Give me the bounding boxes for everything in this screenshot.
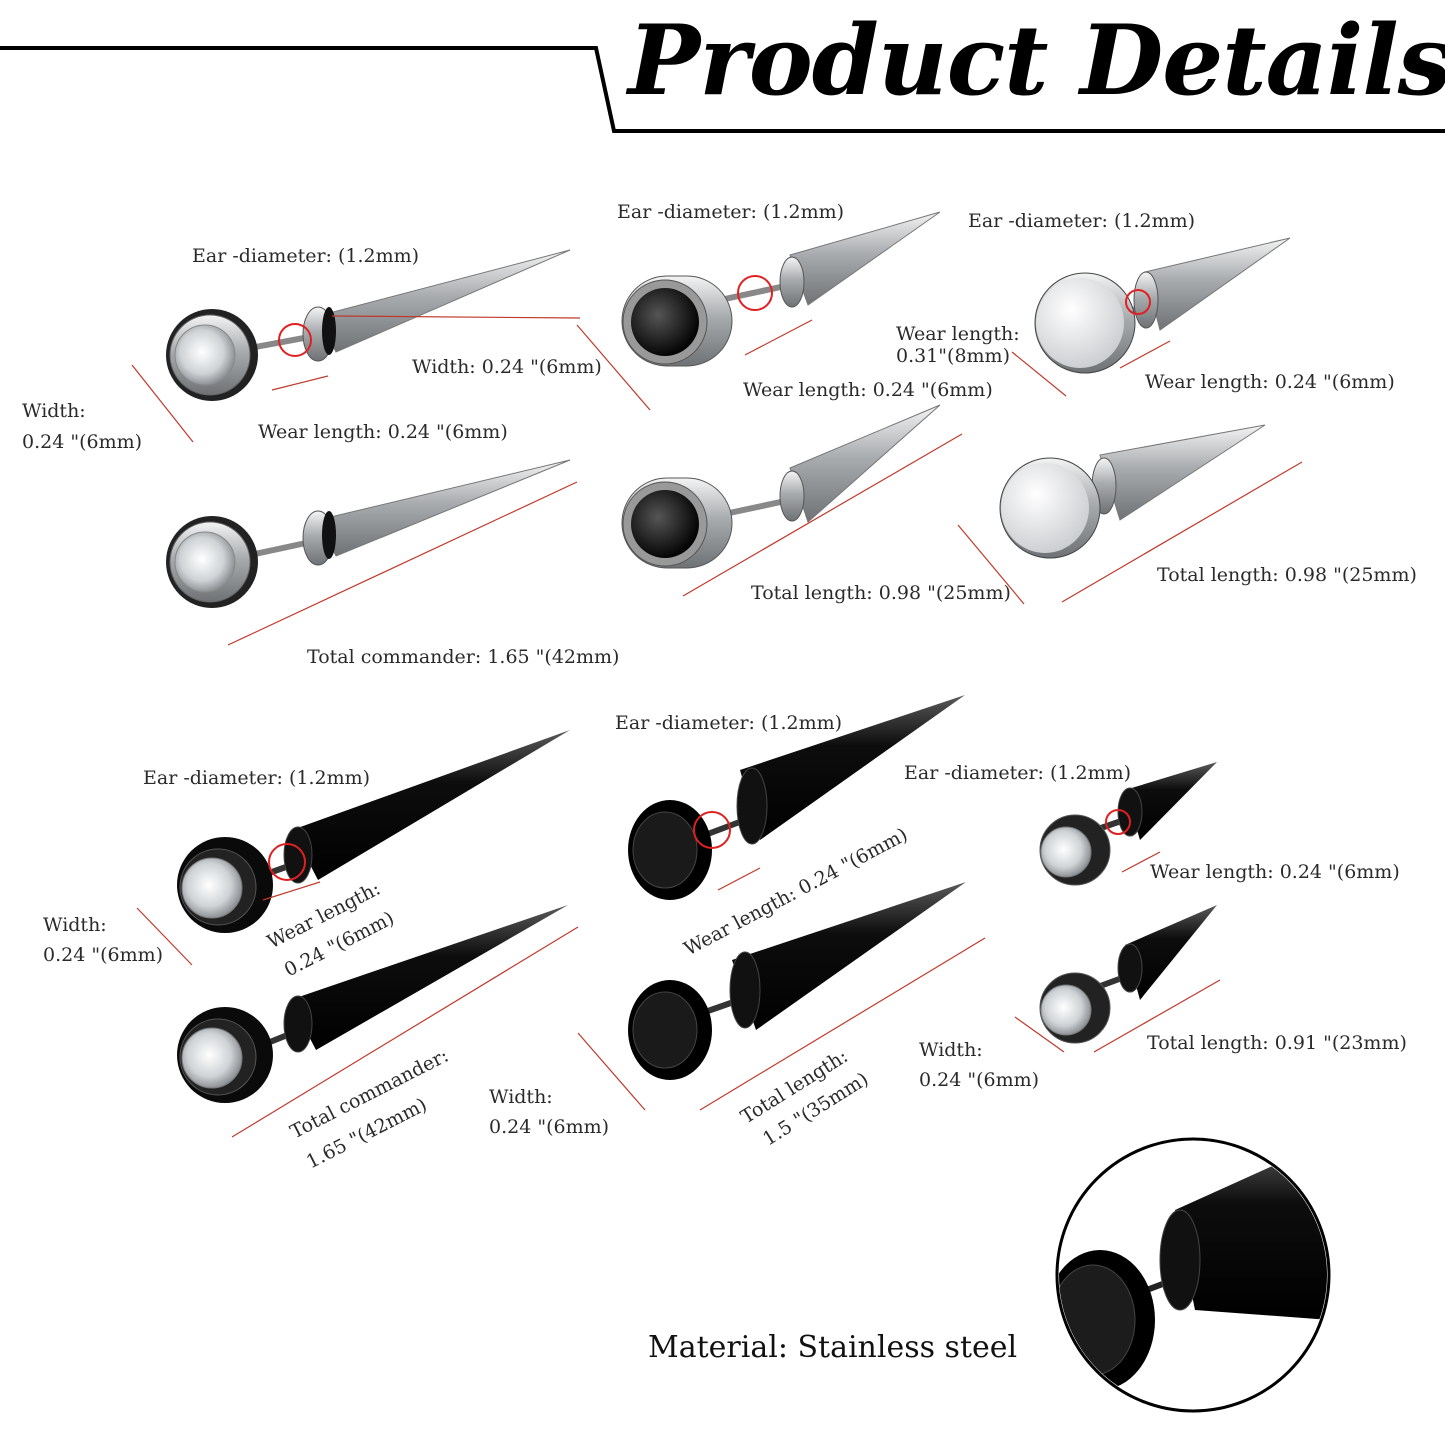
black-spike-earring-top bbox=[177, 730, 570, 933]
black-gem-stud-bottom bbox=[621, 404, 941, 569]
silver-spike-earring-bottom bbox=[166, 459, 571, 608]
black-gem-spike-top bbox=[1039, 762, 1217, 886]
black-gem-spike-wear-length: Wear length: 0.24 "(6mm) bbox=[1150, 861, 1400, 883]
silver-spike-width-value: 0.24 "(6mm) bbox=[22, 431, 143, 453]
material-caption: Material: Stainless steel bbox=[648, 1330, 1018, 1365]
silver-spike-earring-top bbox=[166, 249, 571, 401]
flat-disc-wear-length-value: 0.31"(8mm) bbox=[896, 345, 1010, 367]
black-flat-ear-diameter: Ear -diameter: (1.2mm) bbox=[615, 712, 843, 734]
silver-spike-width: Width: 0.24 "(6mm) bbox=[412, 356, 602, 378]
black-gem-ear-diameter: Ear -diameter: (1.2mm) bbox=[617, 201, 845, 223]
flat-disc-wear-length-b: Wear length: 0.24 "(6mm) bbox=[1145, 371, 1395, 393]
black-flat-width-value: 0.24 "(6mm) bbox=[489, 1116, 610, 1138]
material-zoom-detail bbox=[1055, 1137, 1331, 1413]
dimension-lines bbox=[131, 315, 1303, 1138]
black-spike-ear-diameter: Ear -diameter: (1.2mm) bbox=[143, 767, 371, 789]
black-gem-stud-top bbox=[621, 211, 941, 367]
black-gem-spike-width-value: 0.24 "(6mm) bbox=[919, 1069, 1040, 1091]
page-title: Product Details bbox=[628, 4, 1445, 117]
black-gem-wear-length: Wear length: 0.24 "(6mm) bbox=[743, 379, 993, 401]
black-gem-spike-bottom bbox=[1039, 905, 1217, 1044]
black-gem-spike-total: Total length: 0.91 "(23mm) bbox=[1147, 1032, 1407, 1054]
silver-spike-wear-length: Wear length: 0.24 "(6mm) bbox=[258, 421, 508, 443]
silver-spike-width-label: Width: bbox=[22, 400, 86, 422]
black-flat-taper-top bbox=[628, 695, 965, 900]
header-banner bbox=[0, 46, 1445, 133]
silver-spike-ear-diameter: Ear -diameter: (1.2mm) bbox=[192, 245, 420, 267]
black-flat-taper-bottom bbox=[628, 882, 966, 1080]
flat-disc-ear-diameter: Ear -diameter: (1.2mm) bbox=[968, 210, 1196, 232]
black-gem-spike-width-label: Width: bbox=[919, 1039, 983, 1061]
black-gem-total: Total length: 0.98 "(25mm) bbox=[751, 582, 1011, 604]
silver-spike-total: Total commander: 1.65 "(42mm) bbox=[307, 646, 620, 668]
flat-disc-total: Total length: 0.98 "(25mm) bbox=[1157, 564, 1417, 586]
flat-disc-wear-length-label: Wear length: bbox=[896, 323, 1020, 345]
black-spike-width-label: Width: bbox=[43, 914, 107, 936]
black-gem-spike-ear-diameter: Ear -diameter: (1.2mm) bbox=[904, 762, 1132, 784]
black-spike-width-value: 0.24 "(6mm) bbox=[43, 944, 164, 966]
black-flat-width-label: Width: bbox=[489, 1086, 553, 1108]
flat-disc-stud-top bbox=[1034, 237, 1291, 374]
header-rule bbox=[0, 46, 1445, 133]
flat-disc-stud-bottom bbox=[999, 424, 1266, 559]
black-spike-earring-bottom bbox=[177, 905, 568, 1103]
